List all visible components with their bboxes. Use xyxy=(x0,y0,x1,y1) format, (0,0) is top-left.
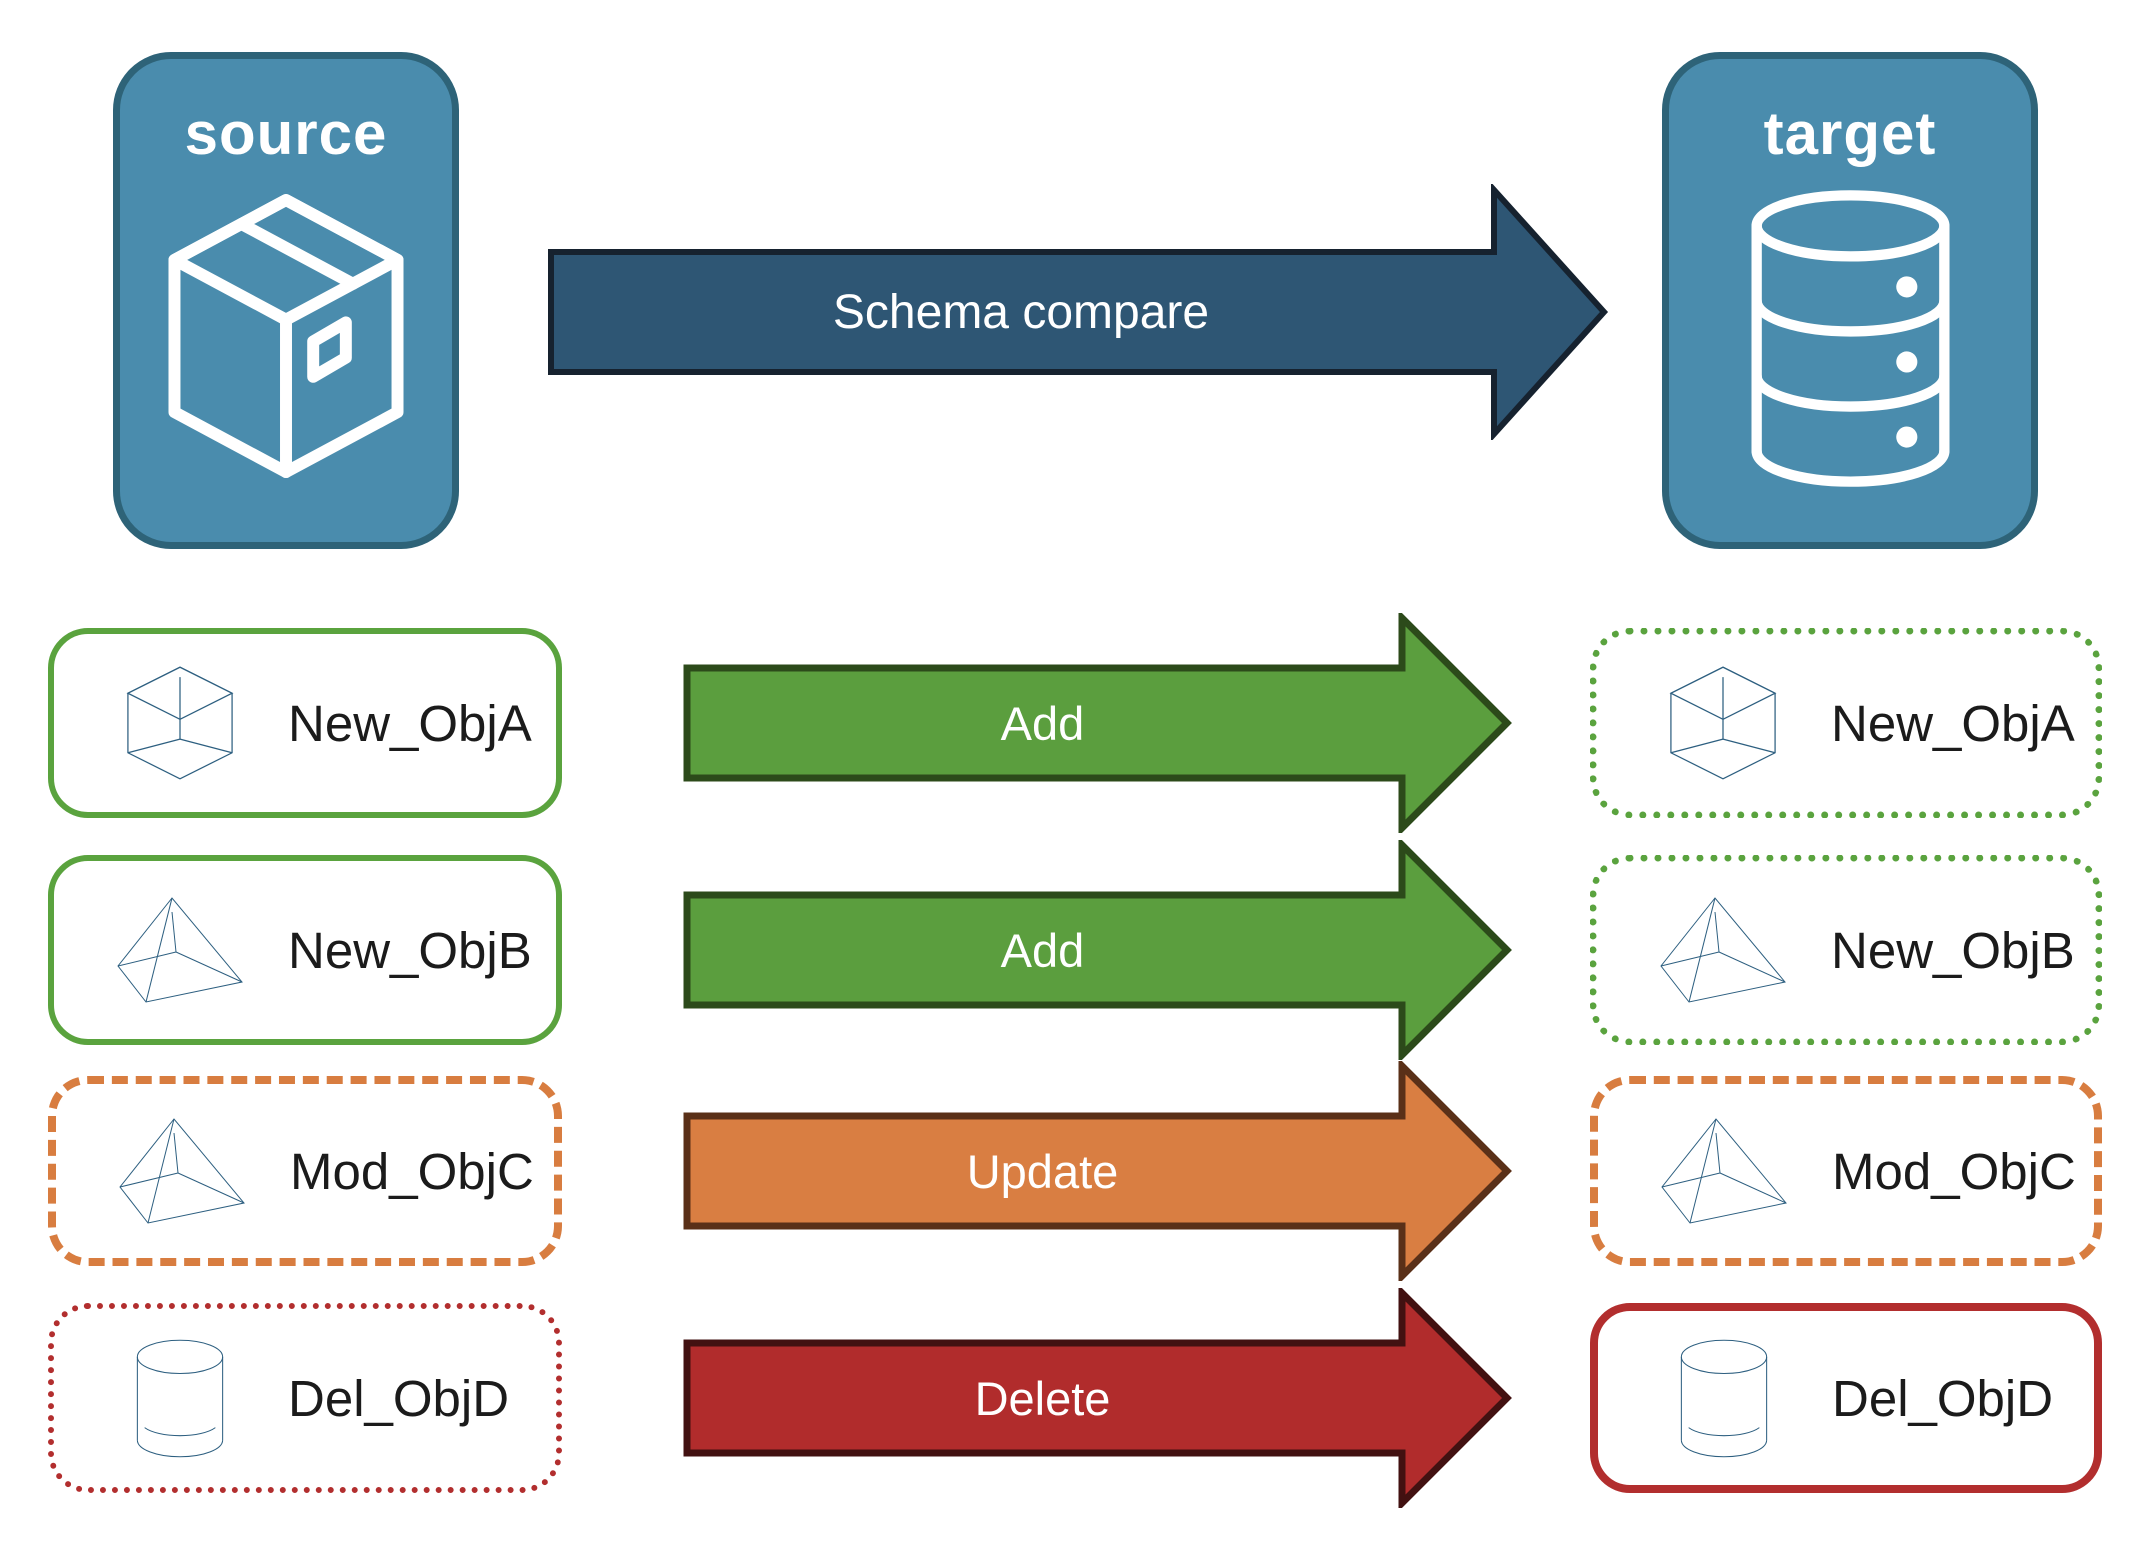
pyramid-icon xyxy=(1660,897,1786,1003)
pyramid-icon xyxy=(119,1118,245,1224)
icon-slot xyxy=(1649,890,1797,1010)
schema-compare-arrow: Schema compare xyxy=(548,184,1610,440)
target-object-label: Del_ObjD xyxy=(1832,1369,2054,1427)
source-object-label: New_ObjA xyxy=(288,694,532,752)
source-object-label: Mod_ObjC xyxy=(290,1142,534,1200)
icon-slot xyxy=(1650,1336,1798,1461)
source-object-label: Del_ObjD xyxy=(288,1369,510,1427)
icon-slot xyxy=(106,661,254,785)
pyramid-icon xyxy=(117,897,243,1003)
diff-row-new-objb: New_ObjB Add New_ObjB xyxy=(0,840,2150,1060)
cylinder-icon xyxy=(136,1339,224,1457)
action-arrow-update: Update xyxy=(683,1061,1513,1281)
update-arrow-shape xyxy=(683,1061,1512,1281)
action-arrow-delete: Delete xyxy=(683,1288,1513,1508)
cube-icon xyxy=(127,666,233,780)
target-object-card: Del_ObjD xyxy=(1590,1303,2102,1493)
action-arrow-label: Delete xyxy=(974,1371,1111,1425)
action-arrow-add: Add xyxy=(683,840,1513,1060)
diff-row-new-obja: New_ObjA Add New_ObjA xyxy=(0,613,2150,833)
action-arrow-add: Add xyxy=(683,613,1513,833)
flow-arrow-label: Schema compare xyxy=(832,285,1210,339)
add-arrow-shape xyxy=(683,840,1512,1060)
source-object-card: Del_ObjD xyxy=(48,1303,562,1493)
target-node-title: target xyxy=(1763,100,1937,167)
diff-row-mod-objc: Mod_ObjC Update Mod_ObjC xyxy=(0,1061,2150,1281)
action-arrow-label: Update xyxy=(966,1144,1119,1198)
icon-slot xyxy=(108,1111,256,1231)
action-arrow-label: Add xyxy=(1000,696,1085,750)
target-object-card: New_ObjB xyxy=(1590,855,2102,1045)
source-object-card: Mod_ObjC xyxy=(48,1076,562,1266)
cube-icon xyxy=(1670,666,1776,780)
target-node: target xyxy=(1662,52,2038,549)
target-object-label: New_ObjA xyxy=(1831,694,2075,752)
diff-row-del-objd: Del_ObjD Delete Del_ObjD xyxy=(0,1288,2150,1508)
source-object-label: New_ObjB xyxy=(288,921,532,979)
delete-arrow-shape xyxy=(683,1288,1512,1508)
source-node-title: source xyxy=(184,100,388,167)
source-object-card: New_ObjA xyxy=(48,628,562,818)
target-object-card: New_ObjA xyxy=(1590,628,2102,818)
icon-slot xyxy=(106,890,254,1010)
source-object-card: New_ObjB xyxy=(48,855,562,1045)
cylinder-icon xyxy=(1680,1339,1768,1457)
flow-arrow-shape xyxy=(548,184,1609,440)
target-object-card: Mod_ObjC xyxy=(1590,1076,2102,1266)
pyramid-icon xyxy=(1661,1118,1787,1224)
icon-slot xyxy=(1650,1111,1798,1231)
package-icon xyxy=(168,194,404,478)
target-object-label: Mod_ObjC xyxy=(1832,1142,2076,1200)
add-arrow-shape xyxy=(683,613,1512,833)
icon-slot xyxy=(106,1336,254,1461)
target-object-label: New_ObjB xyxy=(1831,921,2075,979)
action-arrow-label: Add xyxy=(1000,923,1085,977)
icon-slot xyxy=(1649,661,1797,785)
database-icon xyxy=(1750,190,1950,487)
source-node: source xyxy=(113,52,459,549)
